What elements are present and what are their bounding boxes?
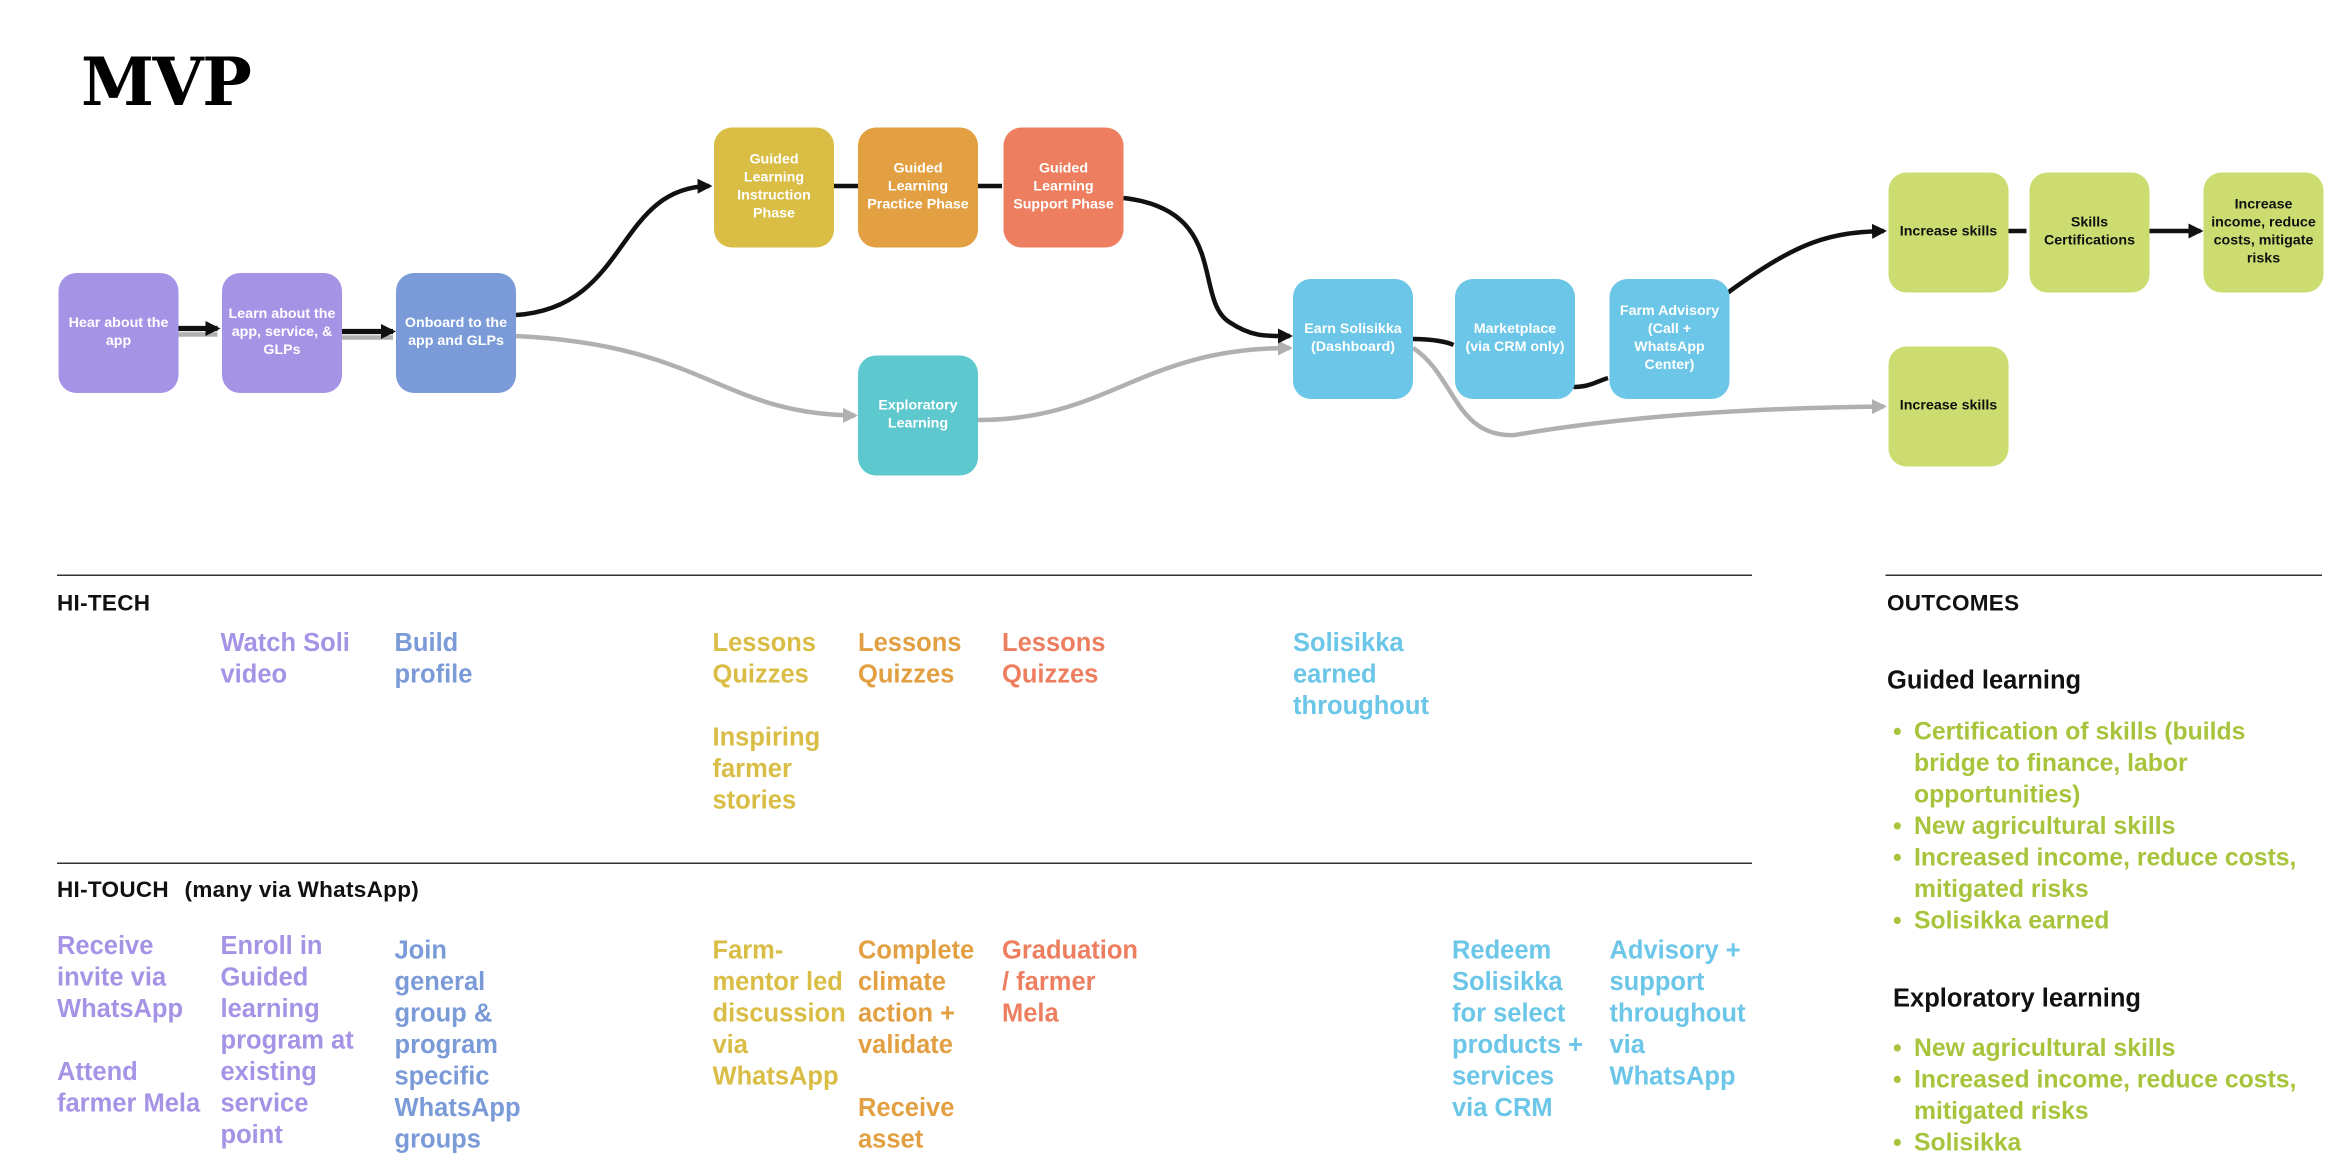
node-gl-practice: Guided Learning Practice Phase xyxy=(858,127,978,248)
hitech-watch-text: Watch Soli video xyxy=(220,628,350,689)
hitouch-heading: HI-TOUCH (many via WhatsApp) xyxy=(57,878,419,904)
connector-advisory-increase-skills xyxy=(1726,223,1887,295)
hitech-practice-activities: Lessons Quizzes xyxy=(858,627,986,690)
hitouch-advisory-text: Advisory + support throughout via WhatsA… xyxy=(1609,936,1746,1091)
outcomes-heading: OUTCOMES xyxy=(1887,591,2020,617)
hitouch-complete-climate: Complete climate action + validate Recei… xyxy=(858,935,990,1156)
connector-earn-marketplace xyxy=(1412,336,1455,348)
list-item: Increased income, reduce costs, mitigate… xyxy=(1893,843,2319,906)
list-item: Solisikka xyxy=(1893,1128,2319,1160)
hitouch-join-text: Join general group & program specific Wh… xyxy=(394,936,521,1154)
node-increase-income: Increase income, reduce costs, mitigate … xyxy=(2203,172,2324,293)
outcomes-exploratory-list: New agricultural skills Increased income… xyxy=(1887,1034,2319,1160)
hitouch-receive-text: Receive invite via WhatsApp xyxy=(57,931,184,1024)
node-increase-skills-exploratory: Increase skills xyxy=(1888,346,2009,467)
divider-hitouch xyxy=(57,862,1752,864)
hitech-solisikka: Solisikka earned throughout xyxy=(1293,627,1443,722)
hitouch-farm-mentor-text: Farm-mentor led discussion via WhatsApp xyxy=(712,936,846,1091)
connector-onboard-instruction xyxy=(515,178,713,318)
hitouch-heading-sub: (many via WhatsApp) xyxy=(184,877,420,904)
list-item: New agricultural skills xyxy=(1893,1034,2319,1066)
connector-exploratory-earn xyxy=(977,340,1293,423)
hitouch-redeem: Redeem Solisikka for select products + s… xyxy=(1452,935,1595,1124)
list-item: Solisikka earned xyxy=(1893,906,2319,938)
hitech-practice-lessons: Lessons Quizzes xyxy=(858,628,962,689)
hitouch-join-groups: Join general group & program specific Wh… xyxy=(395,935,533,1156)
hitouch-enroll-text: Enroll in Guided learning program at exi… xyxy=(220,931,354,1150)
hitech-support-lessons: Lessons Quizzes xyxy=(1002,628,1106,689)
outcomes-guided-list: Certification of skills (builds bridge t… xyxy=(1887,717,2319,938)
hitouch-receive-invite: Receive invite via WhatsApp Attend farme… xyxy=(57,930,207,1119)
hitech-heading: HI-TECH xyxy=(57,591,151,617)
hitouch-advisory: Advisory + support throughout via WhatsA… xyxy=(1610,935,1753,1093)
hitech-instruction-lessons: Lessons Quizzes xyxy=(712,628,816,689)
hitech-build-profile: Build profile xyxy=(395,627,500,690)
node-earn-solisikka: Earn Solisikka (Dashboard) xyxy=(1293,279,1413,399)
hitouch-graduation: Graduation / farmer Mela xyxy=(1002,935,1145,1030)
hitech-watch-video: Watch Soli video xyxy=(221,627,364,690)
node-gl-support: Guided Learning Support Phase xyxy=(1003,127,1124,248)
hitech-instruction-activities: Lessons Quizzes Inspiring farmer stories xyxy=(713,627,841,816)
node-marketplace: Marketplace (via CRM only) xyxy=(1455,279,1575,399)
hitouch-receive-asset-text: Receive asset xyxy=(858,1093,955,1154)
page-title: MVP xyxy=(81,45,252,122)
divider-outcomes xyxy=(1885,574,2322,576)
hitouch-attend-text: Attend farmer Mela xyxy=(57,1057,201,1118)
node-learn-about-app: Learn about the app, service, & GLPs xyxy=(222,273,342,393)
node-skills-certifications: Skills Certifications xyxy=(2029,172,2150,293)
connector-marketplace-advisory xyxy=(1573,375,1609,390)
hitech-build-text: Build profile xyxy=(394,628,473,689)
hitouch-redeem-text: Redeem Solisikka for select products + s… xyxy=(1452,936,1584,1122)
hitech-support-activities: Lessons Quizzes xyxy=(1002,627,1130,690)
node-hear-about-app: Hear about the app xyxy=(58,273,179,393)
node-exploratory-learning: Exploratory Learning xyxy=(858,355,978,476)
node-gl-instruction: Guided Learning Instruction Phase xyxy=(714,127,834,248)
hitouch-heading-label: HI-TOUCH xyxy=(57,877,169,904)
node-farm-advisory: Farm Advisory (Call + WhatsApp Center) xyxy=(1609,279,1730,399)
list-item: New agricultural skills xyxy=(1893,812,2319,844)
node-onboard: Onboard to the app and GLPs xyxy=(396,273,516,393)
outcomes-exploratory-heading: Exploratory learning xyxy=(1893,984,2141,1013)
hitech-instruction-stories: Inspiring farmer stories xyxy=(712,723,821,815)
list-item: Certification of skills (builds bridge t… xyxy=(1893,717,2319,812)
divider-hitech xyxy=(57,574,1752,576)
connector-support-earn xyxy=(1123,195,1293,344)
node-increase-skills: Increase skills xyxy=(1888,172,2009,293)
connector-onboard-exploratory xyxy=(515,333,858,423)
connector-earn-increase-skills-2 xyxy=(1411,346,1887,438)
hitech-solisikka-text: Solisikka earned throughout xyxy=(1293,628,1429,721)
hitouch-graduation-text: Graduation / farmer Mela xyxy=(1002,936,1139,1028)
hitouch-enroll: Enroll in Guided learning program at exi… xyxy=(221,930,359,1151)
outcomes-guided-heading: Guided learning xyxy=(1887,666,2082,695)
hitouch-farm-mentor: Farm-mentor led discussion via WhatsApp xyxy=(713,935,851,1093)
hitouch-complete-text: Complete climate action + validate xyxy=(858,936,975,1059)
flow-connectors xyxy=(178,178,2204,438)
list-item: Increased income, reduce costs, mitigate… xyxy=(1893,1065,2319,1128)
